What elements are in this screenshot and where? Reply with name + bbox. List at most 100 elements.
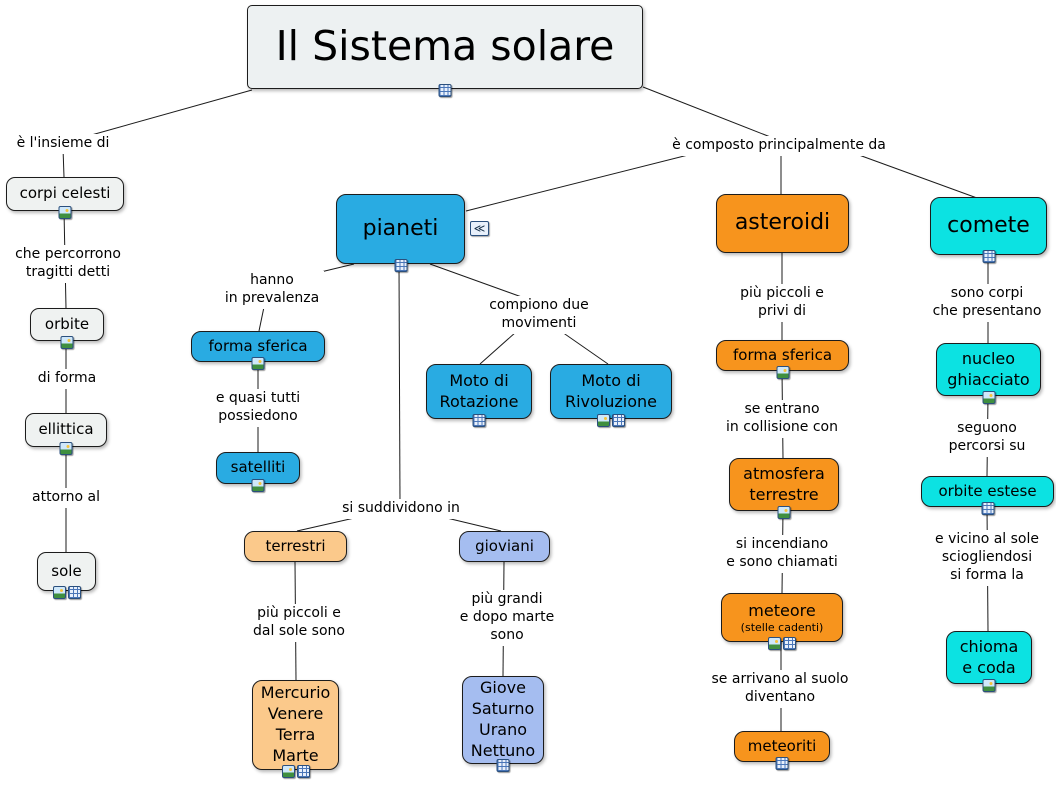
node-forma-sferica-pianeti-label: forma sferica [208, 336, 308, 355]
resource-icons [281, 765, 310, 778]
link-label-suddividono[interactable]: si suddividono in [335, 499, 467, 519]
node-meteore[interactable]: meteore (stelle cadenti) [721, 593, 843, 650]
node-pianeti-label: pianeti [362, 215, 439, 241]
resource-icons [394, 259, 407, 272]
node-forma-sferica-pianeti[interactable]: forma sferica [191, 331, 325, 370]
link-label-vicino-sole[interactable]: e vicino al sole sciogliendosi si forma … [926, 530, 1048, 586]
link-label-percorrono[interactable]: che percorrono tragitti detti [4, 245, 132, 283]
link-label-compiono[interactable]: compiono due movimenti [480, 296, 598, 334]
node-corpi-celesti-label: corpi celesti [19, 184, 111, 203]
node-terrestri-label: terrestri [265, 536, 326, 555]
resource-icons [597, 414, 625, 427]
table-icon[interactable] [472, 414, 486, 427]
table-icon[interactable] [783, 637, 796, 650]
node-title[interactable]: Il Sistema solare [247, 5, 643, 97]
image-icon[interactable] [982, 391, 995, 404]
link-label-seguono[interactable]: seguono percorsi su [941, 419, 1033, 457]
image-icon[interactable] [777, 506, 791, 519]
node-meteore-text: meteore (stelle cadenti) [741, 601, 824, 635]
table-icon[interactable] [67, 586, 81, 599]
table-icon[interactable] [438, 84, 452, 97]
node-satelliti[interactable]: satelliti [216, 452, 300, 492]
node-pianeti-gioviani-list-label: Giove Saturno Urano Nettuno [470, 678, 536, 760]
link-label-quasi-tutti[interactable]: e quasi tutti possiedono [206, 389, 310, 427]
table-icon[interactable] [612, 414, 625, 427]
node-pianeti-terrestri-list-label: Mercurio Venere Terra Marte [260, 683, 331, 765]
node-meteoriti-label: meteoriti [747, 736, 817, 755]
image-icon[interactable] [768, 637, 781, 650]
link-label-piu-piccoli-privi[interactable]: più piccoli e privi di [731, 284, 833, 322]
node-pianeti-terrestri-list[interactable]: Mercurio Venere Terra Marte [252, 680, 339, 778]
link-label-composto-da[interactable]: è composto principalmente da [652, 136, 906, 156]
link-label-insieme-di[interactable]: è l'insieme di [7, 134, 119, 154]
link-label-sono-corpi[interactable]: sono corpi che presentano [926, 284, 1048, 322]
image-icon[interactable] [251, 479, 265, 492]
image-icon[interactable] [776, 366, 789, 379]
table-icon[interactable] [296, 765, 310, 778]
table-icon[interactable] [775, 757, 789, 770]
node-gioviani[interactable]: gioviani [459, 531, 550, 562]
node-moto-rivoluzione-label: Moto di Rivoluzione [564, 371, 658, 411]
link-label-se-arrivano[interactable]: se arrivano al suolo diventano [700, 670, 860, 708]
link-label-si-incendiano[interactable]: si incendiano e sono chiamati [718, 535, 846, 573]
image-icon[interactable] [251, 357, 265, 370]
node-orbite-estese[interactable]: orbite estese [921, 476, 1054, 515]
resource-icons [982, 250, 995, 263]
node-orbite[interactable]: orbite [30, 308, 104, 349]
link-label-hanno-prevalenza[interactable]: hanno in prevalenza [220, 271, 324, 309]
link-label-se-entrano[interactable]: se entrano in collisione con [716, 400, 848, 438]
node-nucleo-ghiacciato[interactable]: nucleo ghiacciato [936, 343, 1041, 404]
resource-icons [472, 414, 486, 427]
node-terrestri[interactable]: terrestri [244, 531, 347, 562]
resource-icons [775, 757, 789, 770]
node-meteoriti[interactable]: meteoriti [734, 731, 830, 770]
resource-icons [60, 336, 74, 349]
node-pianeti[interactable]: pianeti [336, 194, 465, 272]
table-icon[interactable] [496, 759, 510, 772]
node-gioviani-label: gioviani [475, 536, 534, 555]
image-icon[interactable] [60, 336, 74, 349]
table-icon[interactable] [394, 259, 407, 272]
node-meteore-sublabel: (stelle cadenti) [740, 621, 824, 635]
image-icon[interactable] [59, 442, 73, 455]
link-label-di-forma[interactable]: di forma [27, 369, 107, 389]
image-icon[interactable] [982, 679, 996, 692]
table-icon[interactable] [981, 502, 994, 515]
node-meteore-label: meteore [748, 600, 816, 620]
node-asteroidi[interactable]: asteroidi [716, 194, 849, 253]
collapse-icon[interactable]: ≪ [470, 221, 489, 236]
node-atmosfera-terrestre[interactable]: atmosfera terrestre [729, 458, 839, 519]
table-icon[interactable] [982, 250, 995, 263]
node-comete[interactable]: comete [930, 197, 1047, 263]
resource-icons [982, 391, 995, 404]
node-moto-rotazione-label: Moto di Rotazione [439, 371, 519, 411]
node-chioma-e-coda[interactable]: chioma e coda [946, 631, 1032, 692]
image-icon[interactable] [52, 586, 66, 599]
resource-icons [58, 206, 72, 219]
node-pianeti-gioviani-list[interactable]: Giove Saturno Urano Nettuno [462, 676, 544, 772]
node-corpi-celesti[interactable]: corpi celesti [6, 177, 124, 219]
node-moto-rivoluzione[interactable]: Moto di Rivoluzione [550, 364, 672, 427]
node-orbite-label: orbite [44, 314, 90, 333]
node-sole-label: sole [51, 561, 82, 580]
node-forma-sferica-asteroidi-label: forma sferica [732, 345, 833, 364]
node-sole[interactable]: sole [37, 552, 96, 599]
node-asteroidi-label: asteroidi [734, 210, 831, 236]
node-ellittica[interactable]: ellittica [25, 413, 107, 455]
link-label-attorno-al[interactable]: attorno al [26, 488, 106, 508]
image-icon[interactable] [281, 765, 295, 778]
node-atmosfera-terrestre-label: atmosfera terrestre [743, 464, 825, 504]
resource-icons [251, 479, 265, 492]
node-ellittica-label: ellittica [38, 420, 94, 439]
node-chioma-e-coda-label: chioma e coda [959, 637, 1019, 677]
image-icon[interactable] [597, 414, 610, 427]
node-forma-sferica-asteroidi[interactable]: forma sferica [716, 340, 849, 379]
resource-icons [52, 586, 81, 599]
node-moto-rotazione[interactable]: Moto di Rotazione [426, 364, 532, 427]
node-satelliti-label: satelliti [230, 458, 286, 477]
link-label-piu-grandi[interactable]: più grandi e dopo marte sono [452, 590, 562, 646]
resource-icons [982, 679, 996, 692]
image-icon[interactable] [58, 206, 72, 219]
link-label-piu-piccoli-sole[interactable]: più piccoli e dal sole sono [246, 604, 352, 642]
resource-icons [496, 759, 510, 772]
